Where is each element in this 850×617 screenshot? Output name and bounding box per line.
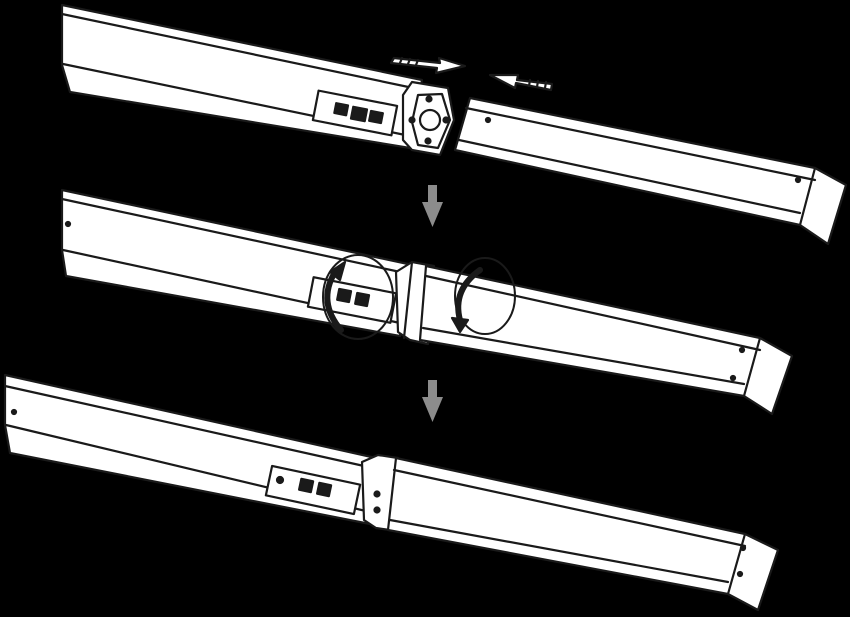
step-1-group <box>60 3 848 246</box>
step-1-upper-section <box>60 3 456 157</box>
step-1-lower-section <box>453 96 848 246</box>
step-1-coupler-end <box>401 80 456 157</box>
step-2-group <box>60 188 794 416</box>
step-3-group <box>3 373 780 612</box>
step-2-rotate-arrow-right <box>450 257 516 335</box>
step-3-lower-section <box>386 456 780 612</box>
down-arrow-step-1-to-2 <box>422 185 443 227</box>
step-1-connector-panel <box>311 89 399 137</box>
step-3-connector-panel <box>264 464 362 516</box>
down-arrow-step-2-to-3 <box>422 380 443 422</box>
step-1-push-arrow-right <box>488 73 554 92</box>
step-3-upper-section <box>3 373 378 526</box>
step-2-lower-section <box>418 264 794 416</box>
step-2-rotate-arrow-left <box>322 254 394 340</box>
step-1-push-arrow-left <box>389 56 467 75</box>
